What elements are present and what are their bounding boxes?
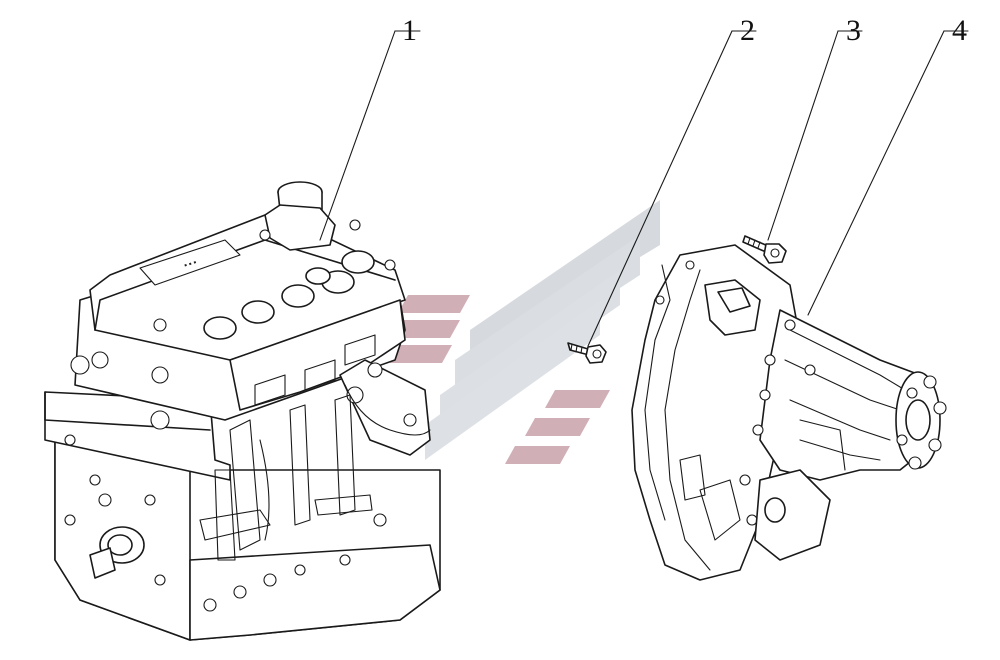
callout-1: 1: [402, 14, 417, 47]
nameplate-mark: ▪ ▪ ▪: [183, 258, 198, 270]
callout-4: 4: [952, 14, 967, 47]
callout-leaders: [319, 30, 969, 347]
callout-3: 3: [846, 14, 861, 47]
bolt-icon: [742, 235, 787, 264]
transmission-assembly-icon: [631, 244, 947, 581]
bolt-icon: [567, 342, 607, 364]
watermark-logo: [390, 200, 660, 464]
callout-2: 2: [740, 14, 755, 47]
engine-assembly-icon: ▪ ▪ ▪: [44, 181, 441, 641]
